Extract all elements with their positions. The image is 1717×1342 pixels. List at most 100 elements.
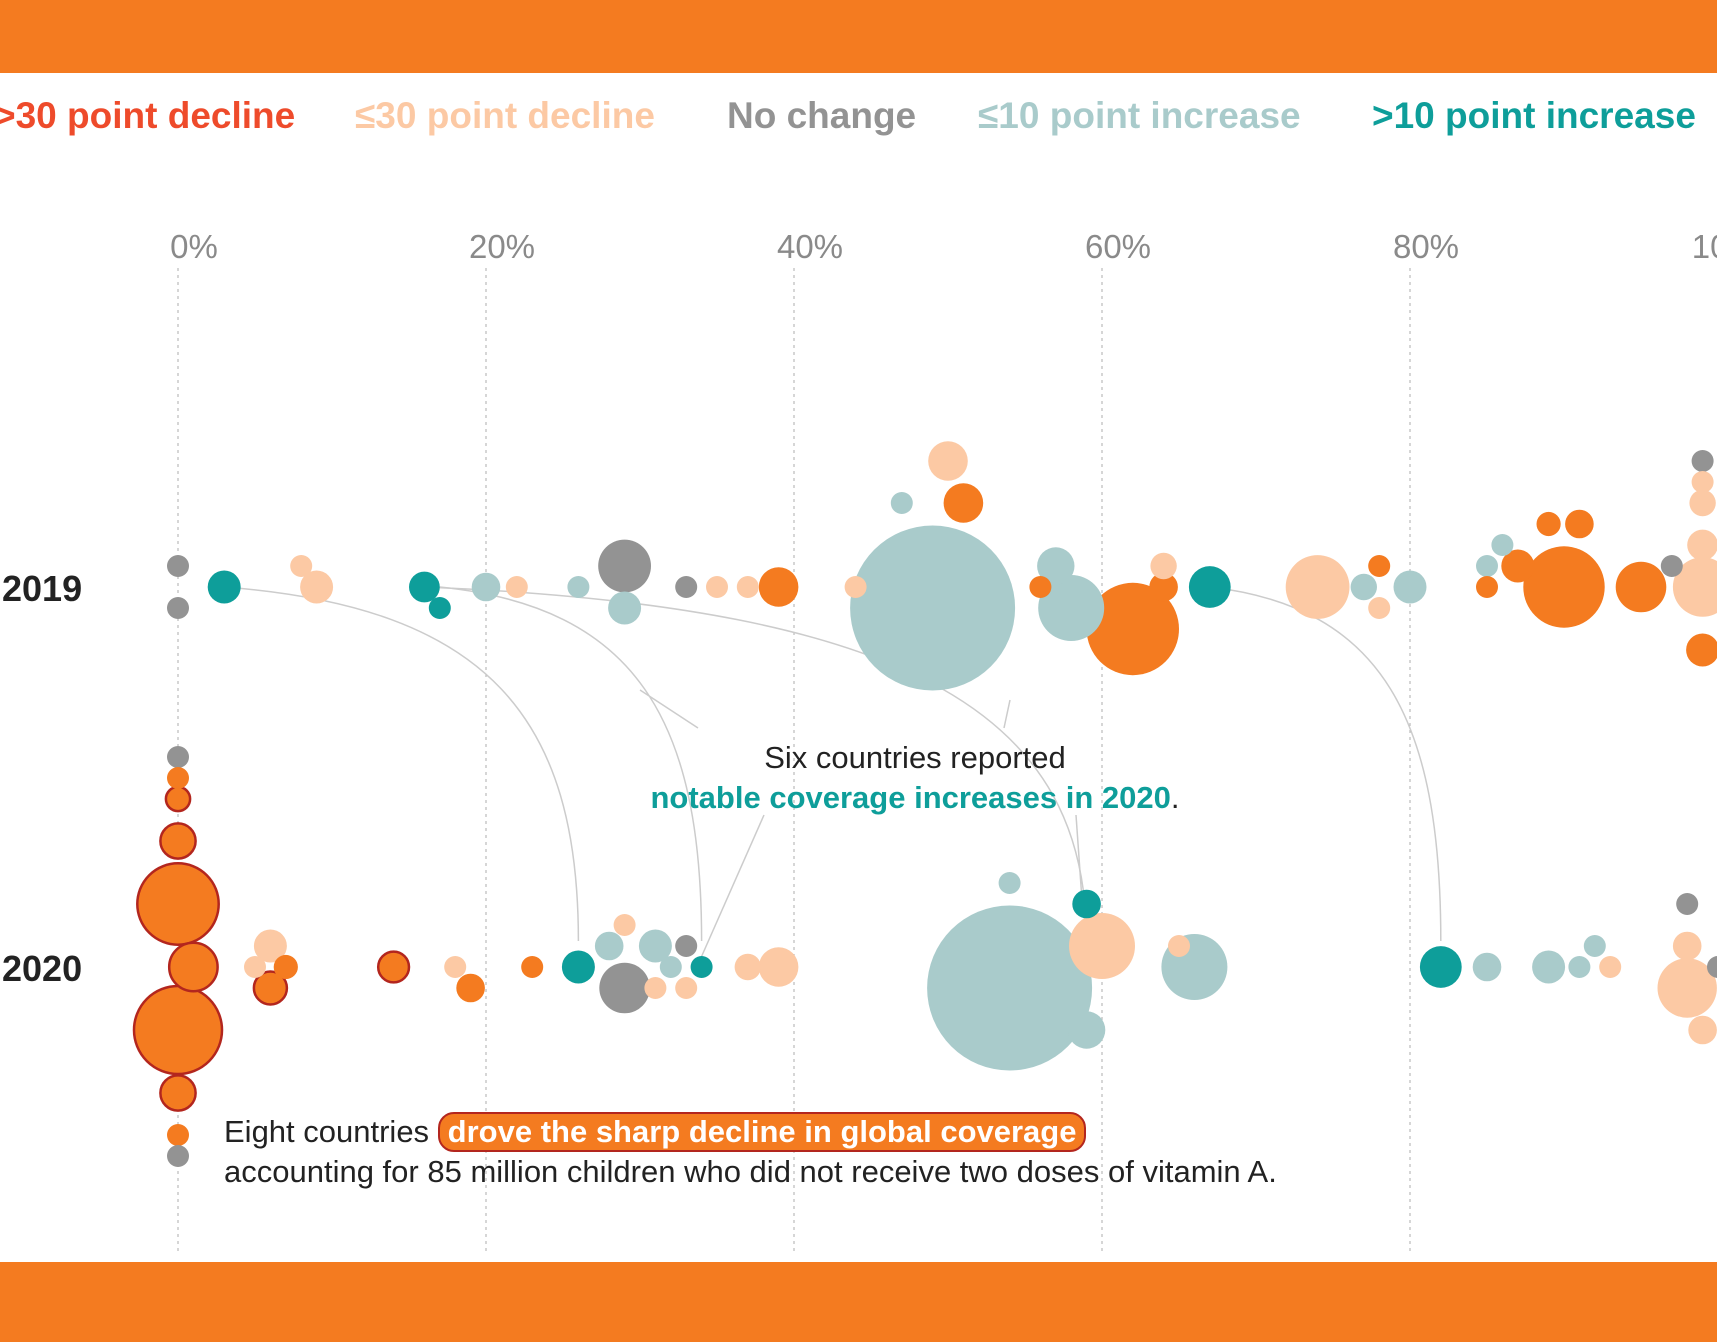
bubble-2020-no_change xyxy=(1676,893,1699,915)
bubble-2019-le30_decline xyxy=(1150,552,1177,580)
bubble-2019-le10_increase xyxy=(567,576,590,598)
x-axis-ticks: 0%20%40%60%80%100% xyxy=(170,228,1717,265)
bubble-2020-le30_decline xyxy=(613,914,636,936)
annotation-increases-highlight: notable coverage increases in 2020 xyxy=(650,780,1171,815)
bubble-2019-le10_increase xyxy=(850,525,1016,691)
annotation-declines: Eight countries drove the sharp decline … xyxy=(224,1112,1277,1192)
bubble-2019-le30_decline xyxy=(1368,597,1391,619)
tick-label-60: 60% xyxy=(1085,228,1151,265)
annotation-declines-start: Eight countries xyxy=(224,1114,438,1149)
row-label-2020: 2020 xyxy=(2,948,82,989)
legend-item-le30-decline: ≤30 point decline xyxy=(355,95,655,136)
bubble-2019-gt30_decline xyxy=(1149,572,1178,602)
bubble-2020-le10_increase xyxy=(927,905,1093,1071)
bubble-2019-le30_decline xyxy=(300,570,334,604)
bubble-2020-gt30_decline xyxy=(159,1074,197,1112)
bubbles xyxy=(132,441,1717,1167)
bubble-2020-no_change xyxy=(167,1145,189,1167)
bubble-2020-le10_increase xyxy=(998,872,1021,894)
annotation-increases-line1: Six countries reported xyxy=(764,740,1066,775)
bottom-band xyxy=(0,1262,1717,1342)
bubble-2019-no_change xyxy=(598,539,651,593)
legend-item-gt30-decline: >30 point decline xyxy=(0,95,296,136)
bubble-2020-le30_decline xyxy=(1657,958,1717,1018)
bubble-2019-gt30_decline xyxy=(758,567,799,607)
bubble-2020-gt30_decline xyxy=(167,767,189,789)
bubble-2020-le30_decline xyxy=(244,956,266,978)
bubble-2020-gt10_increase xyxy=(1072,889,1101,919)
annotation-increases-end: . xyxy=(1170,780,1180,815)
bubble-2019-no_change xyxy=(1691,450,1714,472)
bubble-2019-gt30_decline xyxy=(1615,561,1667,613)
annotation-pointer-1 xyxy=(1003,699,1011,729)
bubble-2020-no_change xyxy=(167,746,189,768)
bubble-2019-no_change xyxy=(675,576,698,598)
legend-item-no-change: No change xyxy=(727,95,917,136)
bubble-2020-gt10_increase xyxy=(1419,946,1462,988)
bubble-2019-gt30_decline xyxy=(1476,576,1498,598)
bubble-2020-le30_decline xyxy=(734,953,761,981)
bubble-2019-gt30_decline xyxy=(1501,549,1535,583)
bubble-2020-le10_increase xyxy=(1568,956,1591,978)
bubble-2020-gt30_decline xyxy=(136,862,220,946)
tick-label-40: 40% xyxy=(777,228,843,265)
annotation-pointer-3 xyxy=(1075,814,1083,901)
bubble-2020-gt10_increase xyxy=(561,950,595,984)
bubble-2020-le30_decline xyxy=(675,977,698,999)
bubble-2019-le10_increase xyxy=(1038,575,1105,641)
bubble-2020-le30_decline xyxy=(644,977,667,999)
bubble-2019-gt10_increase xyxy=(1188,566,1231,608)
bubble-2020-gt30_decline xyxy=(376,950,411,984)
bubble-2020-gt30_decline xyxy=(132,984,224,1076)
connector-line-2 xyxy=(439,586,703,942)
bubble-2019-le10_increase xyxy=(1491,534,1514,556)
bubble-2019-le10_increase xyxy=(1350,573,1378,601)
bubble-2019-le10_increase xyxy=(1037,547,1075,585)
bubble-2019-le10_increase xyxy=(471,572,501,602)
annotation-pointer-2 xyxy=(699,814,765,961)
annotation-declines-line1: Eight countries drove the sharp decline … xyxy=(224,1112,1277,1152)
bubble-2020-gt30_decline xyxy=(252,970,289,1006)
bubble-2019-le30_decline xyxy=(290,555,313,577)
bubble-2019-le30_decline xyxy=(1285,555,1350,619)
bubble-2019-le10_increase xyxy=(1476,555,1498,577)
bubble-2020-le30_decline xyxy=(1688,1015,1717,1045)
bubble-2019-le30_decline xyxy=(844,576,867,598)
bubble-2019-gt30_decline xyxy=(1368,555,1391,577)
bubble-2019-gt30_decline xyxy=(943,483,984,523)
connector-line-3 xyxy=(1209,586,1442,942)
bubble-2019-no_change xyxy=(167,555,189,577)
bubble-2020-le10_increase xyxy=(638,929,672,963)
annotation-pointer-0 xyxy=(639,689,699,729)
bubble-2019-le10_increase xyxy=(608,591,642,625)
annotation-declines-highlight: drove the sharp decline in global covera… xyxy=(437,1112,1087,1152)
bubble-2019-gt30_decline xyxy=(1686,633,1717,667)
bubble-2020-le10_increase xyxy=(1583,935,1606,957)
bubble-2020-gt10_increase xyxy=(690,956,713,978)
bubble-2019-le30_decline xyxy=(1687,529,1717,561)
connector-line-0 xyxy=(224,586,580,942)
bubble-2019-le30_decline xyxy=(736,576,759,598)
bubble-2020-le30_decline xyxy=(444,956,467,978)
bubble-2020-no_change xyxy=(1707,956,1717,978)
bubble-2020-no_change xyxy=(675,935,698,957)
bubble-2020-le10_increase xyxy=(1532,950,1566,984)
bubble-2019-no_change xyxy=(167,597,189,619)
bubble-2020-gt30_decline xyxy=(521,956,544,978)
legend-item-gt10-increase: >10 point increase xyxy=(1372,95,1696,136)
bubble-2020-le30_decline xyxy=(1599,956,1622,978)
bubble-2020-gt30_decline xyxy=(273,954,298,980)
bubble-2020-gt30_decline xyxy=(167,941,219,993)
bubble-2019-gt10_increase xyxy=(409,571,440,603)
bubble-2019-gt30_decline xyxy=(1565,509,1594,539)
bubble-2019-gt30_decline xyxy=(1029,576,1052,598)
annotation-increases-line2: notable coverage increases in 2020. xyxy=(0,778,1717,818)
annotation-declines-line2: accounting for 85 million children who d… xyxy=(224,1154,1277,1189)
bubble-2020-le10_increase xyxy=(594,931,624,961)
top-band xyxy=(0,0,1717,73)
bubble-2019-le30_decline xyxy=(505,576,528,598)
tick-label-0: 0% xyxy=(170,228,218,265)
bubble-2020-le30_decline xyxy=(1069,913,1135,979)
bubble-2019-no_change xyxy=(1660,555,1683,577)
